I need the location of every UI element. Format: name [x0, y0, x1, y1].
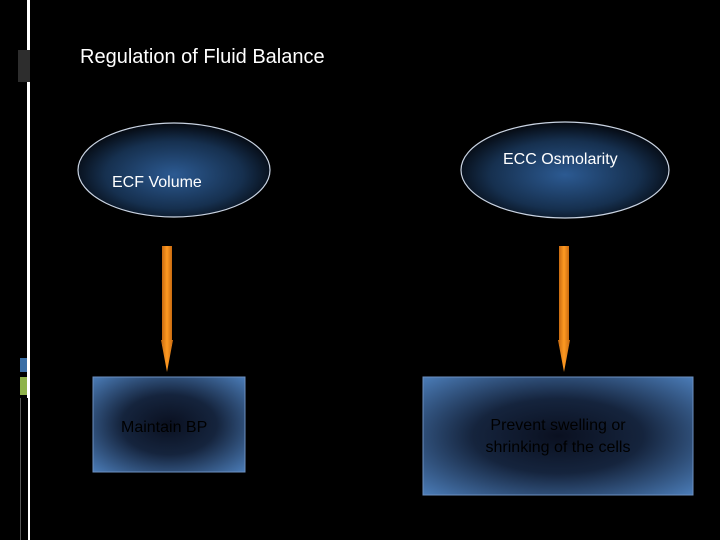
ecc-osmolarity-label: ECC Osmolarity	[503, 151, 618, 168]
prevent-swelling-line-2: shrinking of the cells	[485, 439, 631, 456]
accent-bar-dark	[20, 398, 28, 540]
ecf-volume-label: ECF Volume	[112, 174, 202, 191]
title-accent-mark	[18, 50, 30, 82]
left-down-arrow	[161, 246, 173, 372]
left-decorative-strip	[0, 0, 30, 540]
right-down-arrow	[558, 246, 570, 372]
ecf-volume-oval	[77, 122, 271, 218]
prevent-swelling-label: Prevent swelling or shrinking of the cel…	[468, 415, 648, 459]
slide-title: Regulation of Fluid Balance	[80, 46, 325, 68]
accent-bar-blue	[20, 358, 27, 372]
prevent-swelling-line-1: Prevent swelling or	[490, 417, 626, 434]
ecc-osmolarity-oval	[460, 121, 670, 219]
maintain-bp-box	[92, 376, 246, 473]
prevent-swelling-box	[422, 376, 694, 496]
maintain-bp-label: Maintain BP	[121, 419, 208, 436]
accent-bar-green	[20, 377, 27, 395]
